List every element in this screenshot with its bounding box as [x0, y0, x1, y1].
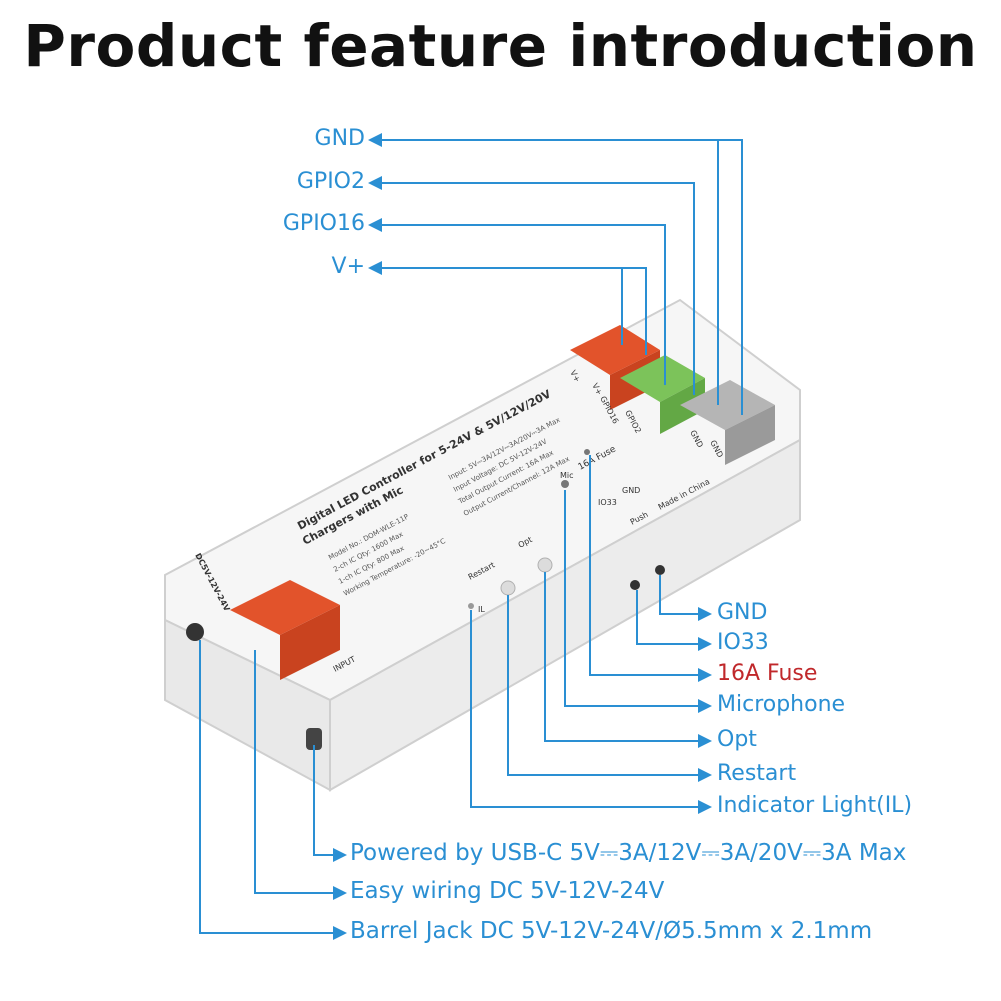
leader-fuse	[589, 455, 712, 682]
label-gpio2: GPIO2	[296, 169, 365, 194]
leader-wiring	[254, 650, 347, 900]
label-restart: Restart	[717, 761, 797, 786]
leader-gpio16	[368, 218, 666, 385]
leader-io33	[636, 590, 712, 651]
device-label-mic: Mic	[560, 471, 574, 480]
label-microphone: Microphone	[717, 692, 846, 717]
leader-restart	[507, 595, 712, 782]
label-16a-fuse: 16A Fuse	[717, 661, 818, 686]
page-title: Product feature introduction	[23, 12, 978, 80]
label-vplus: V+	[331, 254, 365, 279]
terminal-block-input	[230, 580, 340, 680]
indicator-light	[468, 603, 474, 609]
usb-c-port	[306, 728, 322, 750]
leader-usbc	[313, 745, 347, 862]
device-label-io33: IO33	[598, 498, 617, 507]
leader-gnd-right	[659, 575, 712, 621]
device-label-gnd: GND	[622, 486, 640, 495]
label-gpio16: GPIO16	[282, 211, 365, 236]
label-gnd-right: GND	[717, 600, 768, 625]
leader-gnd-top	[368, 133, 743, 415]
label-gnd-top: GND	[314, 126, 365, 151]
label-barrel-jack: Barrel Jack DC 5V-12V-24V/Ø5.5mm x 2.1mm	[350, 918, 873, 944]
leader-opt	[544, 572, 712, 748]
terminal-block-gnd	[680, 380, 775, 465]
leader-il	[470, 610, 712, 814]
leader-lines	[199, 133, 743, 940]
controller-device: Digital LED Controller for 5-24V & 5V/12…	[164, 298, 801, 792]
leader-gpio2	[368, 176, 695, 395]
fuse-marker	[584, 449, 590, 455]
opt-button	[537, 557, 553, 573]
leader-barrel	[199, 640, 347, 940]
restart-button	[500, 580, 516, 596]
leader-mic	[564, 490, 712, 713]
io33-port	[630, 580, 640, 590]
barrel-jack-port	[186, 623, 204, 641]
device-label-il: IL	[478, 605, 485, 614]
label-indicator-light: Indicator Light(IL)	[717, 793, 913, 818]
microphone-hole	[561, 480, 569, 488]
label-opt: Opt	[717, 727, 757, 752]
label-usbc: Powered by USB-C 5V⎓3A/12V⎓3A/20V⎓3A Max	[350, 840, 907, 866]
gnd-port	[655, 565, 665, 575]
label-easy-wiring: Easy wiring DC 5V-12V-24V	[350, 878, 665, 904]
label-io33: IO33	[717, 630, 769, 655]
leader-vplus	[368, 261, 647, 355]
